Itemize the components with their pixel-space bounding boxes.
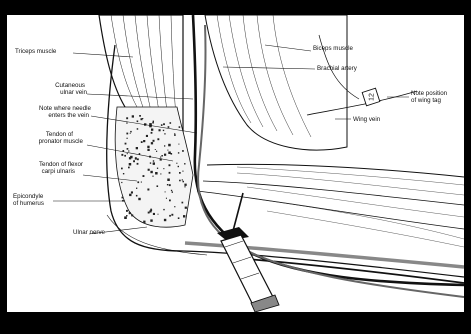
label-epicondyle-line1: Epicondyle bbox=[13, 193, 44, 200]
forearm-upper-contour bbox=[207, 164, 464, 177]
label-note-needle-line2: enters the vein bbox=[48, 112, 89, 119]
syringe bbox=[217, 227, 279, 312]
pronator-tendon-line bbox=[203, 181, 464, 205]
label-cutaneous-ulnar-vein-line1: Cutaneous bbox=[55, 82, 85, 89]
label-triceps-muscle: Triceps muscle bbox=[15, 48, 57, 55]
forearm-fibers bbox=[237, 167, 464, 247]
label-tendon-pronator-line2: pronator muscle bbox=[39, 138, 84, 145]
needle bbox=[233, 193, 243, 231]
label-ulnar-nerve: Ulnar nerve bbox=[73, 229, 106, 236]
wing-tag-number: 12 bbox=[368, 93, 375, 101]
label-epicondyle-line2: of humerus bbox=[13, 200, 44, 207]
label-note-position-line1: Note position bbox=[411, 90, 448, 97]
label-brachial-artery: Brachial artery bbox=[317, 65, 358, 72]
label-wing-vein: Wing vein bbox=[353, 116, 381, 123]
illustration-panel: 12 bbox=[7, 15, 464, 312]
wing-tag: 12 bbox=[362, 88, 380, 106]
label-biceps-muscle: Biceps muscle bbox=[313, 45, 353, 52]
label-note-position-line2: of wing tag bbox=[411, 97, 441, 104]
flexor-tendon-line bbox=[197, 191, 464, 229]
label-tendon-pronator-line1: Tendon of bbox=[46, 131, 73, 138]
label-tendon-flexor-line1: Tendon of flexor bbox=[39, 161, 83, 168]
biceps-muscle-shape bbox=[205, 15, 347, 150]
label-cutaneous-ulnar-vein-line2: ulnar vein bbox=[60, 89, 87, 96]
epicondyle-region bbox=[115, 107, 193, 227]
label-note-needle-line1: Note where needle bbox=[39, 105, 91, 112]
wing-venipuncture-diagram: 12 bbox=[7, 15, 464, 312]
label-tendon-flexor-line2: carpi ulnaris bbox=[42, 168, 75, 175]
